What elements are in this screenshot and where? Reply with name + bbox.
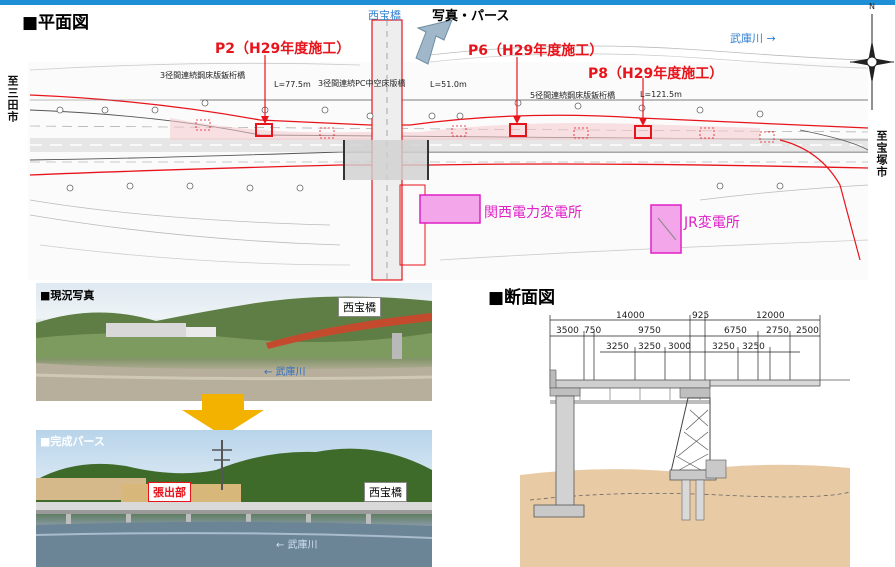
- render-bridge-tag: 西宝橋: [364, 482, 407, 502]
- view-direction-arrow: [415, 19, 453, 65]
- span-note: 3径間連続鋼床版鈑桁橋: [160, 71, 246, 80]
- span-note: 3径間連続PC中空床版橋: [318, 79, 406, 88]
- river-arrow-icon: →: [766, 32, 776, 45]
- dim-top-1: 925: [692, 311, 709, 321]
- right-direction-label: 至宝塚市: [875, 130, 888, 178]
- photo-perspective-label: 写真・パース: [432, 9, 510, 24]
- kansai-substation-label: 関西電力変電所: [484, 205, 582, 221]
- top-accent-bar: [0, 0, 895, 5]
- pier-p2-label: P2（H29年度施工）: [215, 41, 351, 57]
- p2-pier-box: [255, 123, 273, 137]
- dim-mid-1: 750: [584, 326, 601, 336]
- dim-mid-4: 2750: [766, 326, 789, 336]
- dim-mid-5: 2500: [796, 326, 819, 336]
- north-arrow-icon: [850, 14, 894, 110]
- dim-top-0: 14000: [616, 311, 645, 321]
- dim-low-3: 3250: [712, 342, 735, 352]
- pier-p8-label: P8（H29年度施工）: [588, 66, 724, 82]
- down-arrow-icon: [182, 394, 264, 436]
- dim-top-2: 12000: [756, 311, 785, 321]
- render-river-label: ← 武庫川: [276, 540, 318, 551]
- dim-low-1: 3250: [638, 342, 661, 352]
- north-label: N: [869, 2, 875, 11]
- section-heading: ■断面図: [488, 288, 556, 308]
- river-label: 武庫川 →: [730, 32, 776, 45]
- span-note: 5径間連続鋼床版鈑桁橋: [530, 91, 616, 100]
- left-direction-label: 至三田市: [6, 75, 19, 123]
- kansai-substation-area: [419, 194, 481, 224]
- photo-bridge-tag: 西宝橋: [338, 297, 381, 317]
- plan-drawing: [28, 14, 894, 281]
- photo-river-label: ← 武庫川: [264, 367, 306, 378]
- jr-substation-label: JR変電所: [684, 215, 740, 231]
- dim-mid-0: 3500: [556, 326, 579, 336]
- jr-substation-area: [650, 204, 682, 254]
- dim-mid-2: 9750: [638, 326, 661, 336]
- bridge-name-label: 西宝橋: [368, 9, 401, 22]
- span-note: L=77.5m: [274, 80, 311, 89]
- dim-mid-3: 6750: [724, 326, 747, 336]
- render-heading: ■完成パース: [40, 435, 105, 448]
- p6-pier-box: [509, 123, 527, 137]
- dim-low-2: 3000: [668, 342, 691, 352]
- dim-low-4: 3250: [742, 342, 765, 352]
- span-note: L=51.0m: [430, 80, 467, 89]
- current-photo: 西宝橋 ← 武庫川: [36, 283, 432, 401]
- plan-heading: ■平面図: [22, 13, 90, 33]
- completed-render: 張出部 西宝橋 ← 武庫川: [36, 430, 432, 567]
- pier-p6-label: P6（H29年度施工）: [468, 43, 604, 59]
- section-drawing: 14000 925 12000 3500 750 9750 6750 2750 …: [520, 311, 850, 567]
- dim-low-0: 3250: [606, 342, 629, 352]
- photo-heading: ■現況写真: [40, 289, 95, 302]
- render-overhang-tag: 張出部: [148, 482, 191, 502]
- span-note: L=121.5m: [640, 90, 682, 99]
